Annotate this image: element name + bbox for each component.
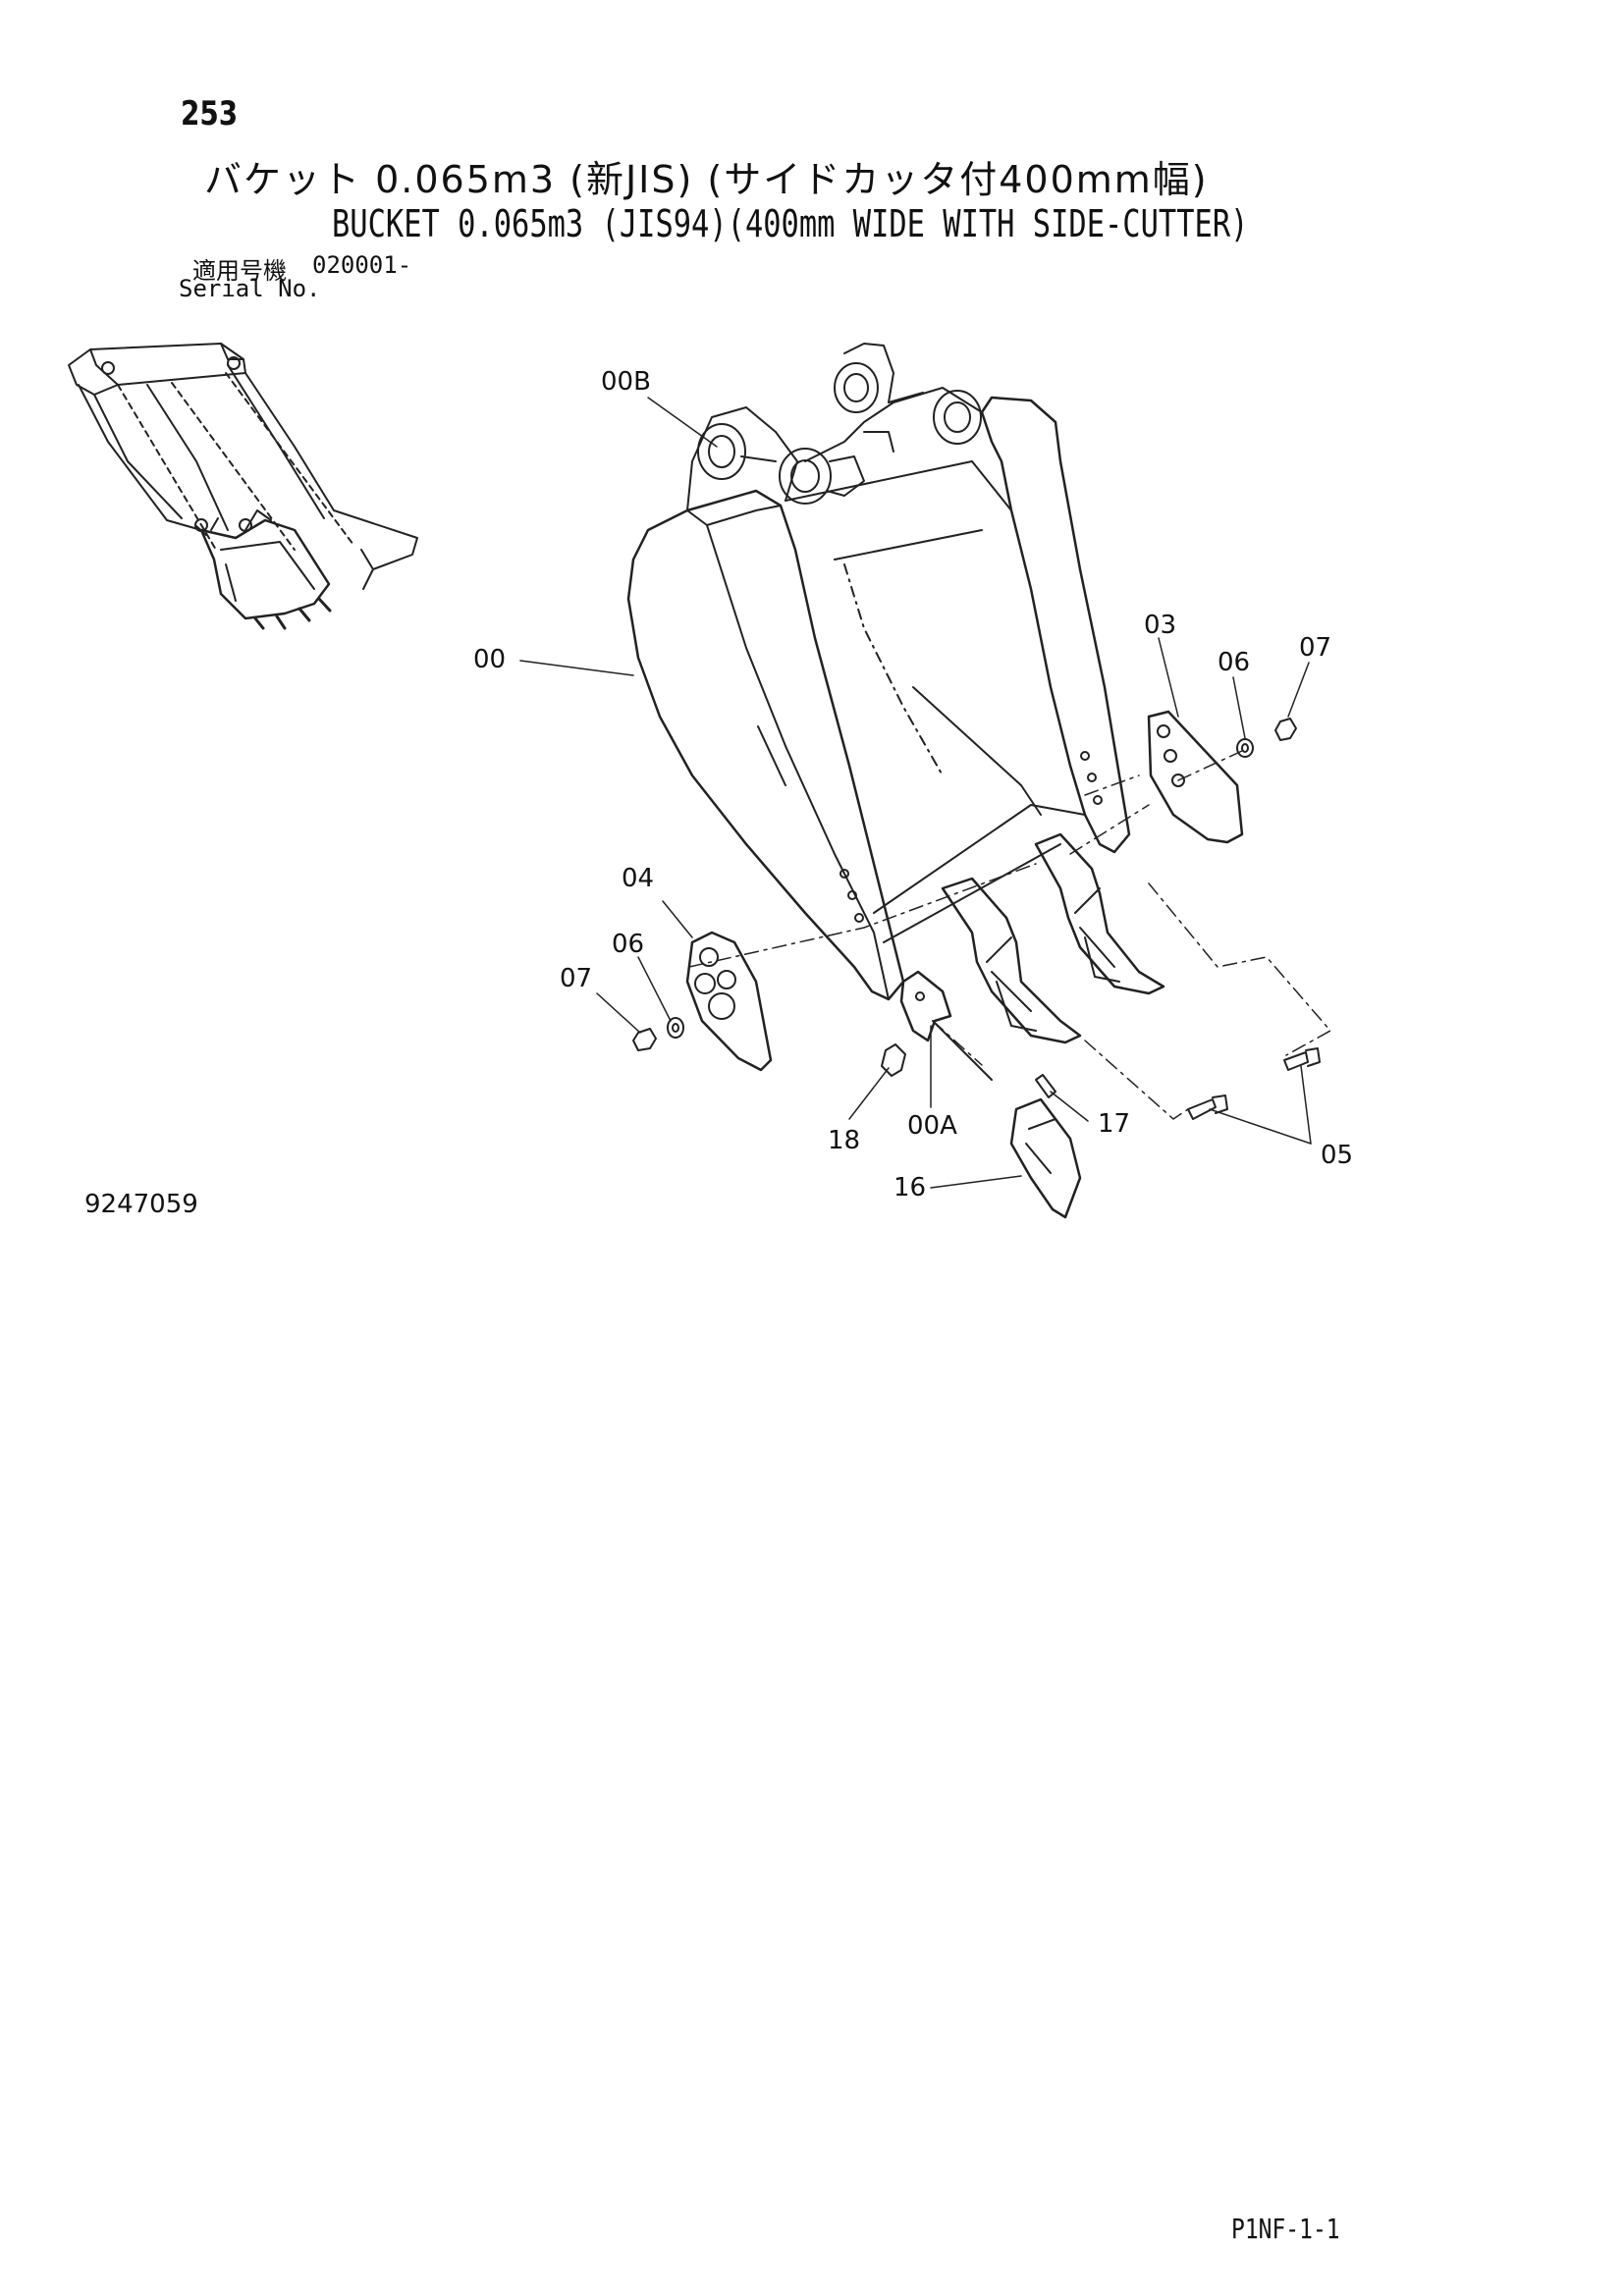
bolt-05-left: [1187, 1095, 1228, 1120]
callout-17: 17: [1098, 1109, 1130, 1139]
nut-washer-left: [632, 1017, 684, 1051]
page-number: 253: [181, 94, 239, 133]
callout-04: 04: [622, 864, 654, 893]
callout-18: 18: [828, 1126, 860, 1155]
pin-17: [1035, 1074, 1056, 1098]
callout-05: 05: [1321, 1141, 1353, 1170]
callout-07-right: 07: [1299, 633, 1331, 663]
callout-labels: 00B 00 03 06 07 04 06 07 18 00A 17 05 16: [473, 367, 1353, 1202]
figure-number: 9247059: [84, 1190, 198, 1219]
pin-18: [881, 1043, 906, 1077]
callout-07-left: 07: [560, 964, 592, 993]
callout-06-right: 06: [1218, 648, 1250, 677]
page-code: P1NF-1-1: [1231, 2213, 1340, 2245]
tooth-right: [1034, 832, 1165, 995]
serial-label-english: Serial No.: [179, 275, 321, 302]
title-english: BUCKET 0.065m3 (JIS94)(400mm WIDE WITH S…: [332, 202, 1249, 245]
serial-label-japanese: 適用号機: [192, 257, 287, 285]
assembly-lines: [688, 750, 1331, 1120]
tooth-adapter-left: [899, 970, 993, 1081]
side-cutter-left: [685, 931, 773, 1072]
tooth-loose: [1009, 1097, 1082, 1219]
bolt-05-right: [1283, 1047, 1321, 1071]
callout-03: 03: [1144, 611, 1176, 640]
leader-lines: [519, 397, 1312, 1189]
callout-06-left: 06: [612, 930, 644, 959]
nut-washer-right: [1236, 718, 1297, 758]
pin-boss-group: [686, 343, 983, 511]
side-cutter-right: [1147, 710, 1244, 844]
serial-value: 020001-: [312, 251, 412, 279]
bucket-body: [626, 343, 1131, 1001]
callout-16: 16: [893, 1173, 926, 1202]
machine-locator-illustration: [68, 343, 418, 630]
tooth-center: [941, 877, 1082, 1044]
callout-00B: 00B: [601, 367, 651, 397]
callout-00A: 00A: [907, 1111, 957, 1141]
callout-00: 00: [473, 645, 506, 674]
title-japanese: バケット 0.065m3 (新JIS) (サイドカッタ付400mm幅): [204, 158, 1209, 201]
